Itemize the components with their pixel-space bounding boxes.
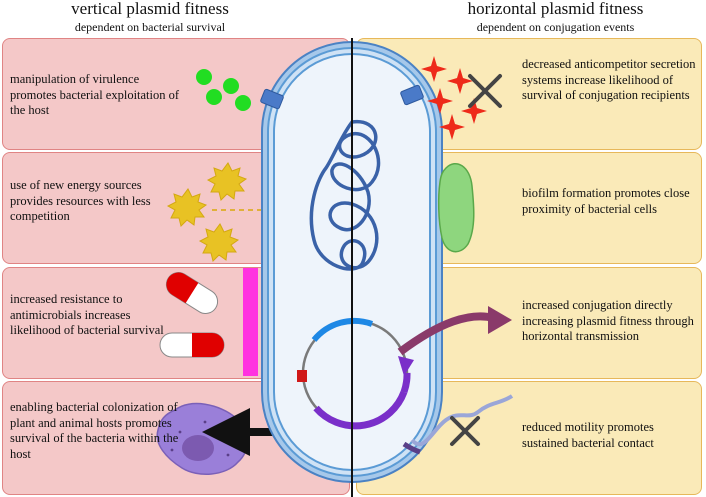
energy-text: use of new energy sources provides resou… bbox=[10, 178, 151, 223]
resistance-text: increased resistance to antimicrobials i… bbox=[10, 292, 164, 337]
anticompetitor-text: decreased anticompetitor secretion syste… bbox=[522, 57, 696, 102]
secretion-system-left bbox=[260, 88, 284, 110]
conjugation-text: increased conjugation directly increasin… bbox=[522, 298, 694, 343]
biofilm-icon bbox=[437, 163, 475, 253]
cross-mark-icon bbox=[468, 74, 502, 108]
motility-cross-icon bbox=[450, 416, 480, 446]
horizontal-fitness-subtitle: dependent on conjugation events bbox=[476, 19, 635, 34]
antibiotic-capsule-icon bbox=[159, 272, 225, 358]
sun-energy-icon bbox=[166, 162, 248, 262]
antimicrobial-barrier-icon bbox=[243, 268, 258, 376]
vertical-fitness-header: vertical plasmid fitness dependent on ba… bbox=[0, 0, 300, 34]
horizontal-fitness-title: horizontal plasmid fitness bbox=[467, 0, 644, 18]
biofilm-text: biofilm formation promotes close proximi… bbox=[522, 186, 690, 216]
flagellum-icon bbox=[410, 394, 514, 447]
virulence-text: manipulation of virulence promotes bacte… bbox=[10, 72, 180, 117]
colonization-text: enabling bacterial colonization of plant… bbox=[10, 400, 179, 461]
anticompetitor-stars-icon bbox=[421, 56, 487, 140]
horizontal-fitness-header: horizontal plasmid fitness dependent on … bbox=[405, 0, 706, 34]
motility-text: reduced motility promotes sustained bact… bbox=[522, 420, 654, 450]
conjugation-arrow-icon bbox=[397, 312, 495, 356]
vertical-fitness-subtitle: dependent on bacterial survival bbox=[74, 19, 226, 34]
plasmid-icon bbox=[297, 317, 414, 430]
vertical-fitness-title: vertical plasmid fitness bbox=[71, 0, 229, 18]
virulence-factors-icon bbox=[196, 69, 251, 111]
secretion-system-right bbox=[400, 84, 424, 106]
